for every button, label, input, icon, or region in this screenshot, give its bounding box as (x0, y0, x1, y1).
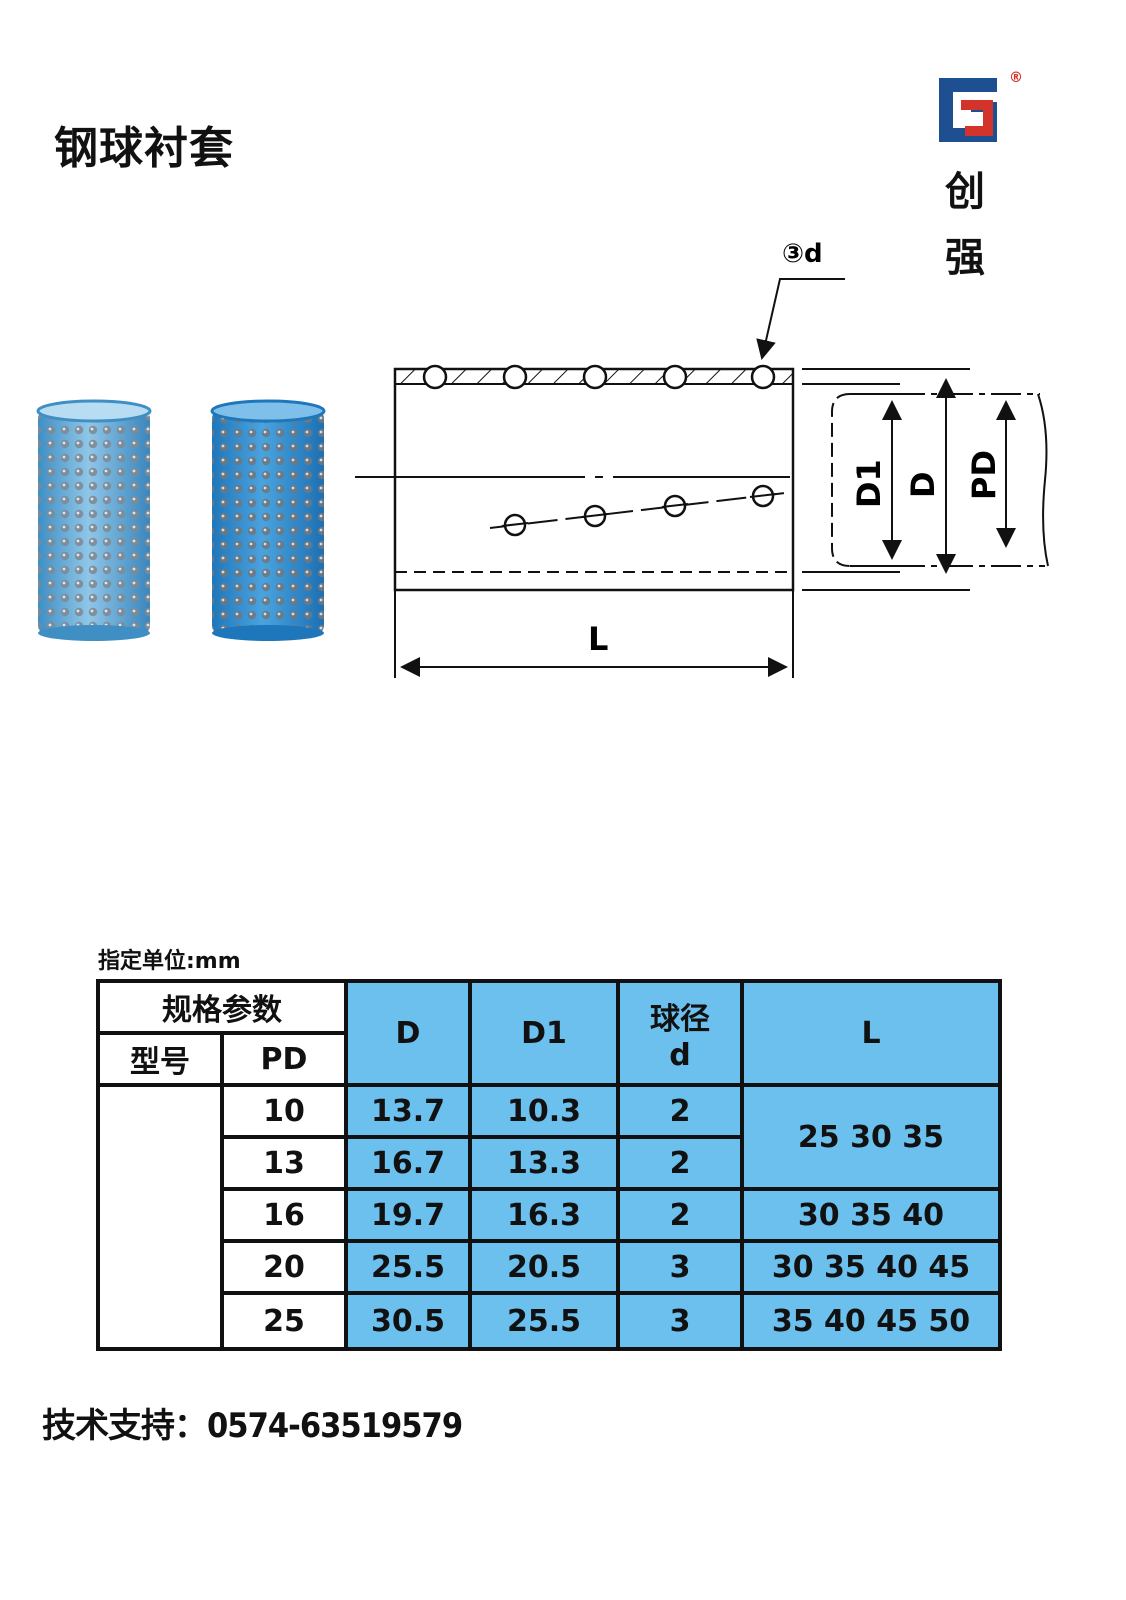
cell-D: 19.7 (344, 1187, 472, 1243)
cell-L: 25 30 35 (740, 1083, 1002, 1191)
dim-D1-label: D1 (850, 459, 888, 508)
brand-char-2: 强 (945, 235, 985, 281)
table-row: 16 19.7 16.3 2 30 35 40 (98, 1187, 1002, 1243)
cell-d: 2 (616, 1083, 744, 1139)
table-row: 20 25.5 20.5 3 30 35 40 45 (98, 1239, 1002, 1295)
cell-pd: 20 (220, 1239, 348, 1295)
cell-D1: 20.5 (468, 1239, 620, 1295)
cell-d: 3 (616, 1291, 744, 1351)
sleeve-photo-1 (36, 399, 152, 641)
cell-d: 2 (616, 1135, 744, 1191)
cell-D1: 10.3 (468, 1083, 620, 1139)
header-D: D (344, 979, 472, 1087)
registered-mark: ® (1009, 70, 1023, 86)
ball-diameter-label: ③d (782, 239, 823, 269)
dim-PD-label: PD (965, 450, 1003, 500)
table-row: 25 30.5 25.5 3 35 40 45 50 (98, 1291, 1002, 1351)
sleeve-photo-2 (210, 399, 326, 641)
cell-pd: 10 (220, 1083, 348, 1139)
cell-d: 3 (616, 1239, 744, 1295)
dim-D-label: D (904, 471, 942, 498)
header-ball-diameter: 球径 d (616, 979, 744, 1087)
technical-drawing: ③d L D1 D PD (350, 230, 1060, 690)
dim-L-label: L (588, 620, 608, 658)
product-photos (30, 395, 330, 660)
cell-pd: 13 (220, 1135, 348, 1191)
cell-D: 25.5 (344, 1239, 472, 1295)
cell-pd: 16 (220, 1187, 348, 1243)
header-L: L (740, 979, 1002, 1087)
unit-label: 指定单位:mm (98, 949, 241, 974)
cell-L: 30 35 40 (740, 1187, 1002, 1243)
cell-D: 13.7 (344, 1083, 472, 1139)
table-row: 13 16.7 13.3 2 (98, 1135, 1000, 1191)
cell-L: 35 40 45 50 (740, 1291, 1002, 1351)
header-spec-group: 规格参数 (96, 979, 348, 1035)
header-ball-diameter-line1: 球径 (650, 1001, 710, 1037)
header-D1: D1 (468, 979, 620, 1087)
page-title: 钢球衬套 (54, 123, 234, 174)
spec-table: 规格参数 D D1 球径 d L 型号 PD 10 13.7 10.3 2 25… (96, 979, 1002, 1351)
tech-support-contact: 技术支持：0574-63519579 (42, 1406, 463, 1446)
cell-D: 16.7 (344, 1135, 472, 1191)
cell-D: 30.5 (344, 1291, 472, 1351)
cell-D1: 25.5 (468, 1291, 620, 1351)
model-cell (96, 1083, 224, 1351)
cell-D1: 13.3 (468, 1135, 620, 1191)
brand-logo: ® 创 强 (935, 70, 1025, 278)
cell-L: 30 35 40 45 (740, 1239, 1002, 1295)
header-PD: PD (220, 1031, 348, 1087)
cell-D1: 16.3 (468, 1187, 620, 1243)
cell-d: 2 (616, 1187, 744, 1243)
header-model: 型号 (96, 1031, 224, 1087)
cell-pd: 25 (220, 1291, 348, 1351)
logo-icon: ® (935, 70, 1023, 144)
table-row: 10 13.7 10.3 2 25 30 35 (96, 1083, 1002, 1351)
brand-char-1: 创 (945, 169, 985, 215)
header-ball-diameter-line2: d (669, 1037, 691, 1073)
